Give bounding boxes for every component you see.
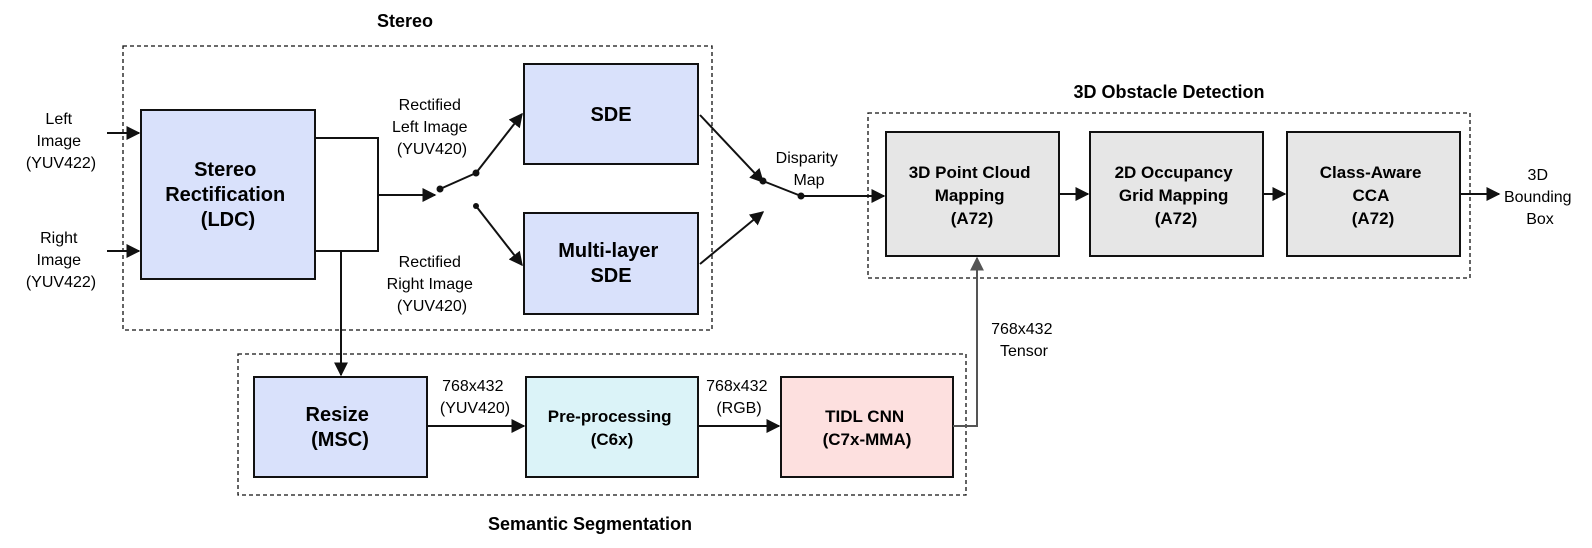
bounding-box-label: 3D Bounding Box — [1504, 167, 1576, 228]
output-switch-lever — [762, 180, 802, 197]
point-cloud-box — [885, 131, 1060, 257]
output-switch-pivot-dot — [797, 192, 805, 200]
point-cloud-label: 3D Point Cloud Mapping (A72) — [909, 163, 1036, 228]
segmentation-group-title: Semantic Segmentation — [488, 514, 692, 534]
switch-to-sde-arrow — [475, 112, 523, 174]
resize-output-label: 768x432 (YUV420) — [440, 378, 510, 417]
sde-output-arrow — [699, 114, 764, 184]
multilayer-sde-box — [523, 212, 699, 315]
tidl-box — [780, 376, 954, 478]
preprocessing-box — [525, 376, 699, 478]
cca-label: Class-Aware CCA (A72) — [1320, 163, 1426, 228]
segmentation-group-border — [237, 353, 967, 496]
occupancy-box — [1089, 131, 1264, 257]
stereo-rectification-box — [140, 109, 316, 280]
input-switch-lower-contact-dot — [473, 203, 479, 209]
rectification-output-bracket — [315, 137, 379, 252]
sde-label: SDE — [590, 104, 631, 126]
multilayer-sde-label: Multi-layer SDE — [558, 240, 664, 287]
resize-label: Resize (MSC) — [306, 404, 375, 451]
rectified-left-label: Rectified Left Image (YUV420) — [392, 97, 472, 158]
resize-box — [253, 376, 428, 478]
occupancy-label: 2D Occupancy Grid Mapping (A72) — [1115, 163, 1238, 228]
tensor-arrow — [953, 256, 984, 427]
output-switch-contact-dot — [759, 177, 767, 185]
stereo-rectification-label: Stereo Rectification (LDC) — [165, 159, 291, 231]
left-image-label: Left Image (YUV422) — [26, 111, 96, 172]
preprocessing-label: Pre-processing (C6x) — [548, 407, 677, 449]
cca-box — [1286, 131, 1461, 257]
input-switch-upper-contact-dot — [472, 169, 480, 177]
tidl-label: TIDL CNN (C7x-MMA) — [823, 407, 912, 449]
input-switch-pivot-dot — [436, 185, 444, 193]
obstacle-group-title: 3D Obstacle Detection — [1073, 82, 1264, 102]
sde-box — [523, 63, 699, 165]
stereo-group-title: Stereo — [377, 11, 433, 31]
stereo-group-border — [122, 45, 713, 331]
switch-to-multilayer-arrow — [475, 205, 523, 267]
multilayer-output-arrow — [699, 211, 765, 265]
rectified-right-label: Rectified Right Image (YUV420) — [387, 254, 478, 315]
preprocessing-output-label: 768x432 (RGB) — [706, 378, 772, 417]
input-switch-lever — [439, 172, 477, 190]
disparity-map-label: Disparity Map — [776, 150, 843, 189]
right-image-label: Right Image (YUV422) — [26, 230, 96, 291]
tensor-label: 768x432 Tensor — [991, 321, 1057, 360]
